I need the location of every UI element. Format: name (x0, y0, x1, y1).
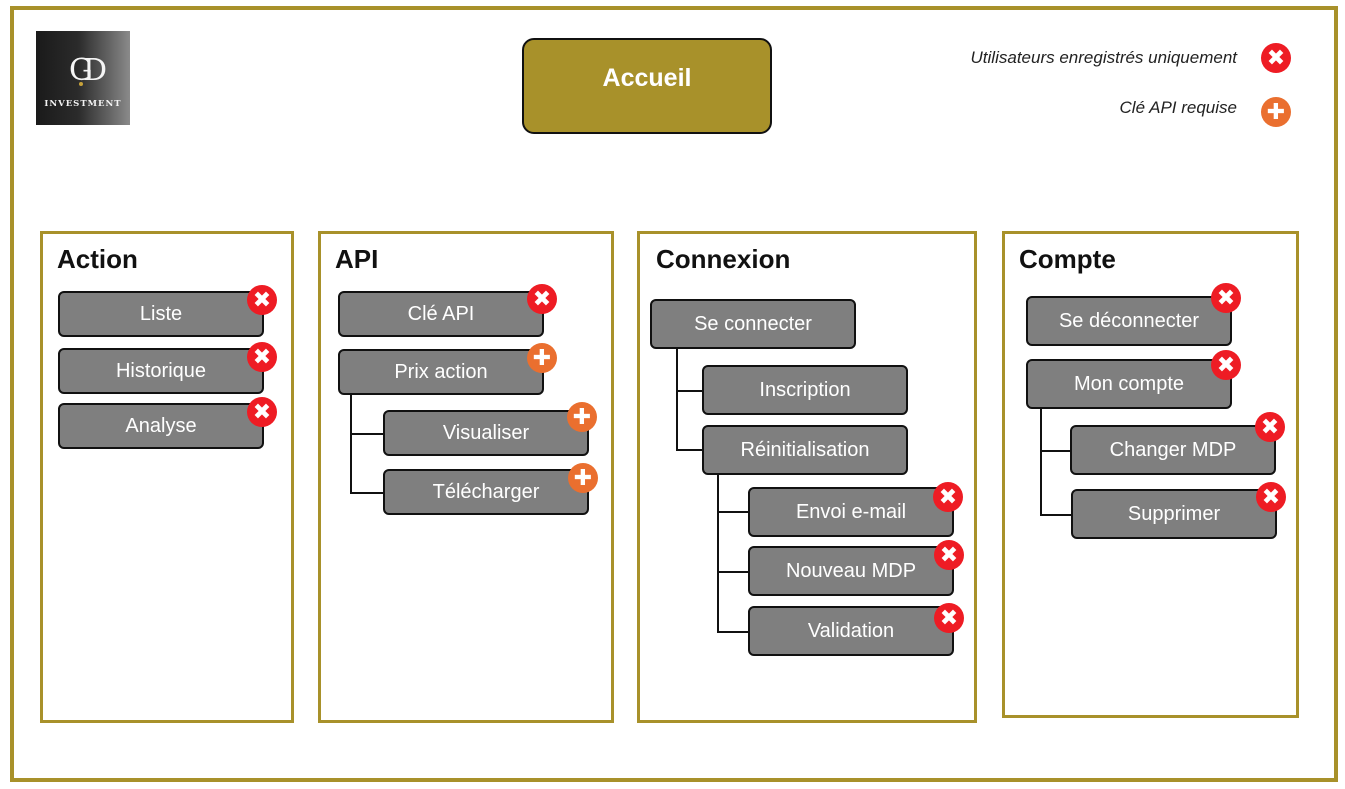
close-icon: ✖ (934, 540, 964, 570)
node-validation[interactable]: Validation (748, 606, 954, 656)
logo-dot (79, 82, 83, 86)
connector-line (1040, 514, 1072, 516)
node-historique[interactable]: Historique (58, 348, 264, 394)
connector-line (1040, 408, 1042, 516)
panel-title-action: Action (57, 244, 138, 274)
plus-icon: ✚ (527, 343, 557, 373)
close-icon: ✖ (247, 285, 277, 315)
node-analyse[interactable]: Analyse (58, 403, 264, 449)
close-icon: ✖ (1255, 412, 1285, 442)
close-icon: ✖ (247, 342, 277, 372)
connector-line (350, 433, 384, 435)
connector-line (717, 631, 749, 633)
connector-line (676, 349, 678, 451)
panel-title-compte: Compte (1019, 244, 1116, 274)
node-visualiser[interactable]: Visualiser (383, 410, 589, 456)
node-se-deconnecter[interactable]: Se déconnecter (1026, 296, 1232, 346)
logo-monogram: GD (68, 53, 107, 88)
node-cle-api[interactable]: Clé API (338, 291, 544, 337)
legend-registered-label: Utilisateurs enregistrés uniquement (970, 48, 1237, 67)
home-button[interactable]: Accueil (522, 38, 772, 134)
panel-title-connexion: Connexion (656, 244, 791, 274)
node-telecharger[interactable]: Télécharger (383, 469, 589, 515)
connector-line (676, 449, 704, 451)
connector-line (350, 492, 384, 494)
close-icon: ✖ (933, 482, 963, 512)
connector-line (676, 390, 704, 392)
close-icon: ✖ (247, 397, 277, 427)
close-icon: ✖ (527, 284, 557, 314)
close-icon: ✖ (1211, 283, 1241, 313)
node-se-connecter[interactable]: Se connecter (650, 299, 856, 349)
plus-icon: ✚ (1261, 97, 1291, 127)
node-nouveau-mdp[interactable]: Nouveau MDP (748, 546, 954, 596)
close-icon: ✖ (1256, 482, 1286, 512)
node-mon-compte[interactable]: Mon compte (1026, 359, 1232, 409)
close-icon: ✖ (934, 603, 964, 633)
node-envoi-email[interactable]: Envoi e-mail (748, 487, 954, 537)
connector-line (350, 394, 352, 494)
company-logo[interactable]: GD INVESTMENT (36, 31, 130, 125)
connector-line (717, 571, 749, 573)
close-icon: ✖ (1211, 350, 1241, 380)
node-liste[interactable]: Liste (58, 291, 264, 337)
connector-line (717, 474, 719, 633)
page-frame (10, 6, 1338, 782)
connector-line (1040, 450, 1072, 452)
node-supprimer[interactable]: Supprimer (1071, 489, 1277, 539)
panel-title-api: API (335, 244, 379, 274)
plus-icon: ✚ (567, 402, 597, 432)
node-prix-action[interactable]: Prix action (338, 349, 544, 395)
close-icon: ✖ (1261, 43, 1291, 73)
connector-line (717, 511, 749, 513)
logo-wordmark: INVESTMENT (44, 99, 122, 109)
node-changer-mdp[interactable]: Changer MDP (1070, 425, 1276, 475)
node-inscription[interactable]: Inscription (702, 365, 908, 415)
plus-icon: ✚ (568, 463, 598, 493)
node-reinitialisation[interactable]: Réinitialisation (702, 425, 908, 475)
legend-api-key-label: Clé API requise (1119, 98, 1237, 117)
